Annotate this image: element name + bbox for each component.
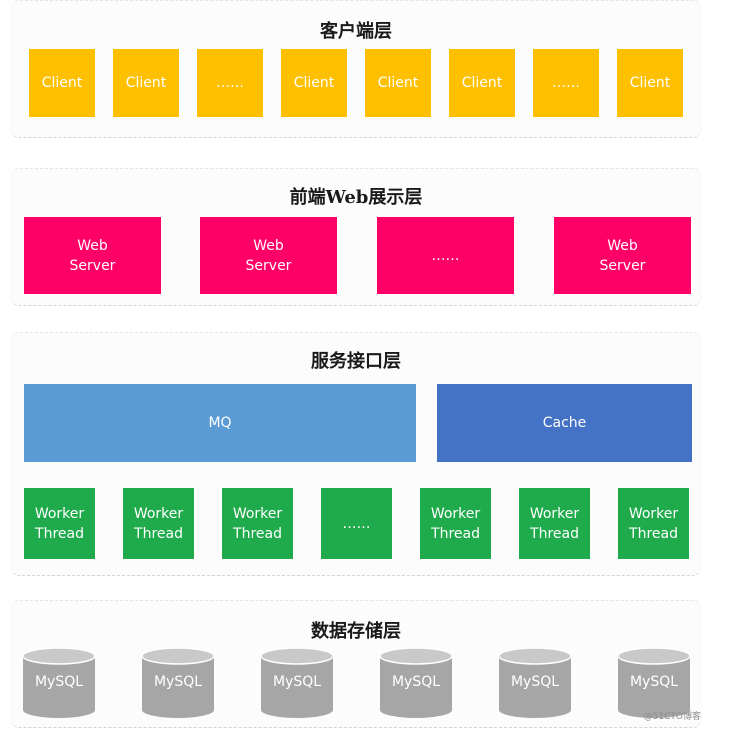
client-ellipsis-box: ……: [533, 49, 599, 117]
worker-thread-box: Worker Thread: [222, 488, 293, 559]
mysql-database: MySQL: [379, 647, 453, 719]
cache-box: Cache: [437, 384, 692, 462]
database-cylinder-icon: [260, 647, 334, 718]
service-layer-title: 服务接口层: [311, 351, 401, 372]
mysql-label: MySQL: [629, 674, 679, 690]
worker-thread-box: Worker Thread: [123, 488, 194, 559]
web-layer-title: 前端Web展示层: [289, 187, 423, 208]
client-ellipsis-box: ……: [197, 49, 263, 117]
service-layer: 服务接口层 MQ Cache Worker Thread Worker Thre…: [10, 332, 702, 576]
mysql-label: MySQL: [391, 674, 441, 690]
worker-thread-box: Worker Thread: [420, 488, 491, 559]
mysql-label: MySQL: [34, 674, 84, 690]
web-layer: 前端Web展示层 Web Server Web Server …… Web Se…: [10, 168, 702, 306]
web-ellipsis-box: ……: [377, 217, 514, 294]
web-server-box: Web Server: [200, 217, 337, 294]
mysql-label: MySQL: [153, 674, 203, 690]
client-layer-title: 客户端层: [320, 21, 392, 42]
worker-thread-box: Worker Thread: [618, 488, 689, 559]
client-box: Client: [113, 49, 179, 117]
client-box: Client: [617, 49, 683, 117]
watermark: @51CTO博客: [643, 712, 701, 722]
mysql-database: MySQL: [498, 647, 572, 719]
web-server-box: Web Server: [24, 217, 161, 294]
mq-box: MQ: [24, 384, 416, 462]
storage-layer-title: 数据存储层: [311, 621, 401, 642]
mysql-database: MySQL: [22, 647, 96, 719]
client-box: Client: [365, 49, 431, 117]
client-box: Client: [449, 49, 515, 117]
mysql-label: MySQL: [510, 674, 560, 690]
database-cylinder-icon: [22, 647, 96, 718]
database-cylinder-icon: [617, 647, 691, 718]
worker-thread-box: Worker Thread: [24, 488, 95, 559]
worker-ellipsis-box: ……: [321, 488, 392, 559]
database-cylinder-icon: [141, 647, 215, 718]
client-box: Client: [29, 49, 95, 117]
mysql-database: MySQL: [141, 647, 215, 719]
mysql-database: MySQL: [260, 647, 334, 719]
database-cylinder-icon: [379, 647, 453, 718]
mysql-database: MySQL: [617, 647, 691, 719]
storage-layer: 数据存储层: [10, 600, 702, 728]
mysql-label: MySQL: [272, 674, 322, 690]
database-cylinder-icon: [498, 647, 572, 718]
client-layer: 客户端层 Client Client …… Client Client Clie…: [10, 0, 702, 138]
worker-thread-box: Worker Thread: [519, 488, 590, 559]
client-box: Client: [281, 49, 347, 117]
web-server-box: Web Server: [554, 217, 691, 294]
